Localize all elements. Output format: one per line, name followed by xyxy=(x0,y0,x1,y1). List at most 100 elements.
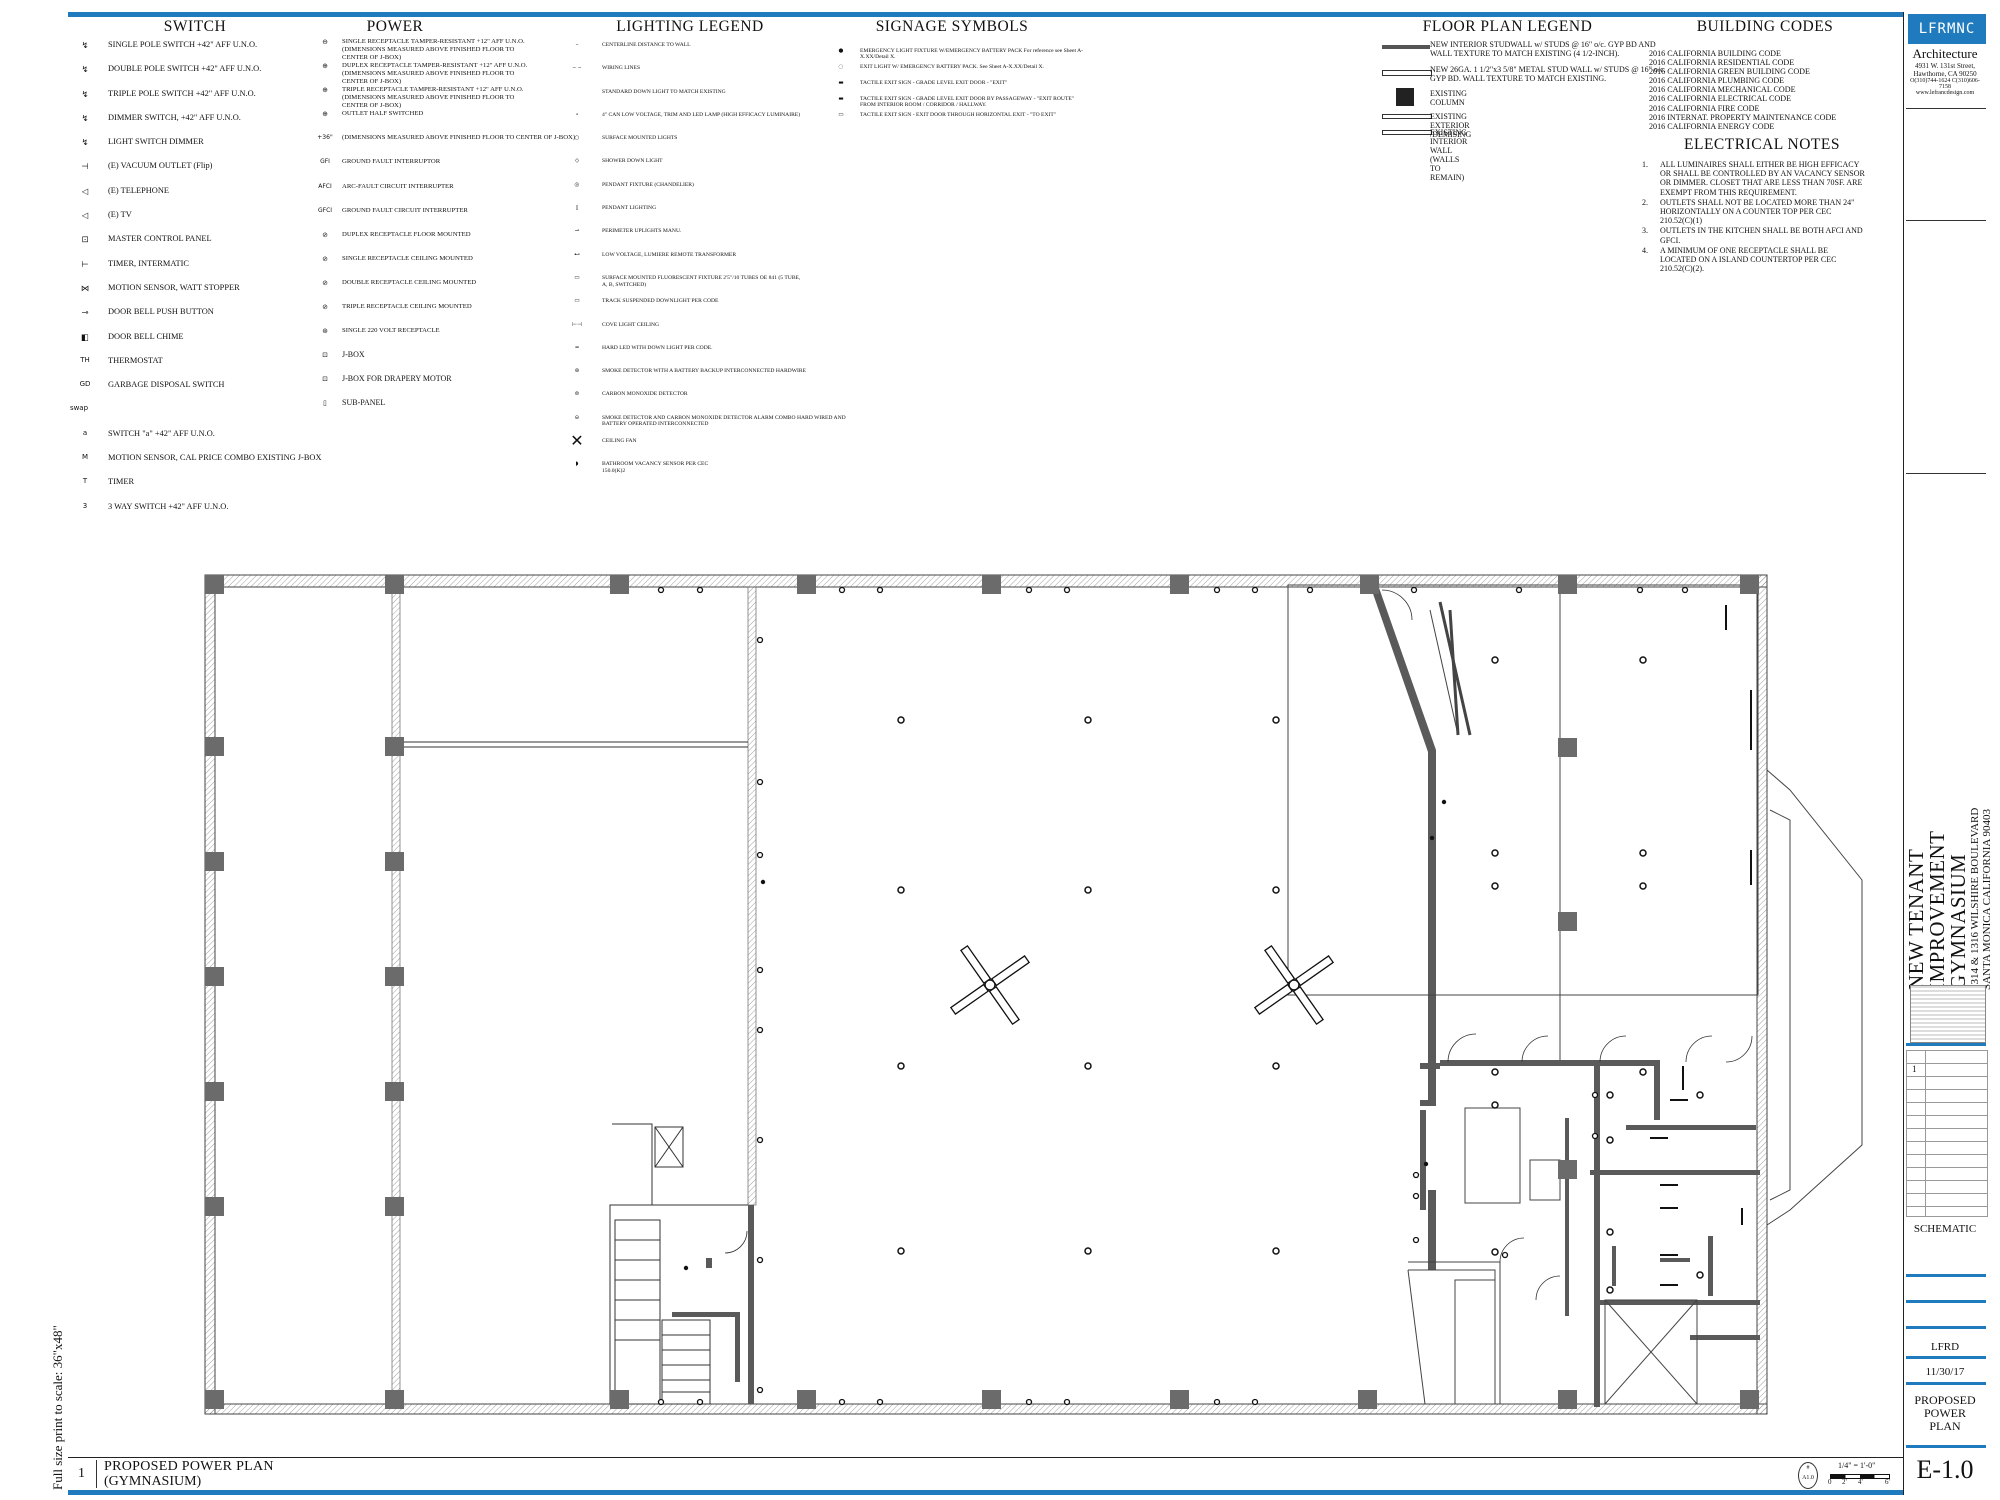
door-swings xyxy=(724,589,1753,1301)
pendant-icon: ◎ xyxy=(574,181,580,188)
ceiling-receptacle-icon: ⊘ xyxy=(322,278,328,287)
ceiling-receptacle-icon: ⊘ xyxy=(322,254,328,263)
revision-number: 1 xyxy=(1912,1064,1917,1074)
building-codes-header: BUILDING CODES xyxy=(1696,18,1834,35)
exterior-wall-swatch xyxy=(1382,114,1432,119)
drawing-date: 11/30/17 xyxy=(1925,1366,1965,1378)
stamp-area xyxy=(1910,985,1986,1043)
receptacle-icon: ⊕ xyxy=(322,86,328,95)
project-title-line2: IMPROVEMENT xyxy=(1925,830,1949,990)
existing-columns xyxy=(205,575,1759,1409)
door-bell-icon: ⊸ xyxy=(81,307,89,318)
pendant-light-icon: ▯ xyxy=(575,205,579,212)
new-studwall-swatch xyxy=(1382,45,1430,49)
telephone-icon: ◁ xyxy=(81,185,89,196)
sub-panel-icon: ▯ xyxy=(323,399,327,408)
title-block-bar xyxy=(1906,1445,1986,1448)
scale-tick: 0 xyxy=(1828,1478,1832,1486)
legend-item: NEW INTERIOR STUDWALL w/ STUDS @ 16" o/c… xyxy=(1430,40,1656,58)
firm-web: www.lefrancdesign.com xyxy=(1915,90,1975,96)
code-item: 2016 CALIFORNIA PLUMBING CODE xyxy=(1649,76,1785,86)
tactile-to-exit-icon: ▭ xyxy=(838,112,844,118)
tactile-exit-icon: ▬ xyxy=(838,80,844,86)
right-frame xyxy=(1903,12,1904,1495)
note-item: 2.OUTLETS SHALL NOT BE LOCATED MORE THAN… xyxy=(1642,197,1855,226)
drawing-title-line2: (GYMNASIUM) xyxy=(104,1474,202,1489)
sheet-title-3: PLAN xyxy=(1929,1419,1961,1433)
metal-stud-swatch xyxy=(1382,70,1432,76)
code-item: 2016 CALIFORNIA MECHANICAL CODE xyxy=(1649,85,1796,95)
interior-lines xyxy=(400,741,748,1405)
revision-table: 1 xyxy=(1906,1050,1988,1217)
lighting-header: LIGHTING LEGEND xyxy=(616,18,764,35)
wall-outlets xyxy=(657,586,1689,1406)
floor-plan-legend-header: FLOOR PLAN LEGEND xyxy=(1422,18,1593,35)
title-block-bar xyxy=(1906,1274,1986,1277)
power-header: POWER xyxy=(366,18,424,35)
electrical-notes-header: ELECTRICAL NOTES xyxy=(1684,136,1840,153)
note-item: 3.OUTLETS IN THE KITCHEN SHALL BE BOTH A… xyxy=(1642,226,1863,245)
scale-tick: 4' xyxy=(1858,1478,1863,1486)
scale-bar xyxy=(1830,1474,1890,1479)
title-block-bar xyxy=(1906,1043,1986,1046)
code-item: 2016 CALIFORNIA ENERGY CODE xyxy=(1649,121,1775,131)
receptacle-icon: ⊕ xyxy=(322,62,328,71)
legend-item: EXISTING INTERIOR WALL (WALLS TO REMAIN) xyxy=(1430,128,1468,182)
title-block-bar xyxy=(1906,1326,1986,1329)
gfci-icon: GFCI xyxy=(317,206,333,214)
top-border xyxy=(68,12,1903,17)
title-block-rule xyxy=(1906,108,1986,109)
phase-label: SCHEMATIC xyxy=(1913,1223,1977,1235)
smoke-detector-icon: ⊚ xyxy=(574,368,580,375)
dimmer-icon: ↯ xyxy=(81,112,89,123)
co-detector-icon: ⊜ xyxy=(574,391,580,398)
timer-icon: ⊢ xyxy=(81,258,89,269)
title-block-bar xyxy=(1906,1382,1986,1385)
ceiling-lights xyxy=(897,656,1704,1294)
led-light-icon: ━ xyxy=(575,344,579,351)
title-block-bar xyxy=(1906,1300,1986,1303)
code-item: 2016 CALIFORNIA RESIDENTIAL CODE xyxy=(1649,58,1795,68)
project-address1: 1314 & 1316 WILSHIRE BOULEVARD xyxy=(1969,807,1981,990)
code-item: 2016 INTERNAT. PROPERTY MAINTENANCE CODE xyxy=(1649,112,1837,122)
vacuum-outlet-icon: ⊣ xyxy=(81,161,89,172)
drawn-by: LFRD xyxy=(1930,1341,1960,1353)
core-outlines xyxy=(1287,584,1863,1405)
note-item: 4.A MINIMUM OF ONE RECEPTACLE SHALL BE L… xyxy=(1642,245,1837,274)
ceiling-fan-icon xyxy=(1254,945,1334,1025)
title-block-rule xyxy=(1906,473,1986,474)
legend-item: EXISTING COLUMN xyxy=(1430,89,1467,107)
afci-icon: AFCI xyxy=(318,182,332,190)
receptacle-icon: +36" xyxy=(317,134,333,142)
switch-icon: ↯ xyxy=(81,64,89,75)
fluorescent-icon: ▭ xyxy=(574,274,580,281)
scale-tick: 2' xyxy=(1842,1478,1847,1486)
project-title-line3: GYMNASIUM xyxy=(1946,853,1970,990)
title-block-rule xyxy=(1906,220,1986,221)
receptacle-icon: ⊕ xyxy=(322,110,328,119)
sheet-title-1: PROPOSED xyxy=(1914,1393,1976,1407)
smoke-detectors xyxy=(683,799,1447,1271)
switch-header: SWITCH xyxy=(163,18,227,35)
interior-wall-swatch xyxy=(1382,130,1432,135)
switch-icon: ↯ xyxy=(81,88,89,99)
centerline-icon: – xyxy=(575,42,579,48)
bottom-border xyxy=(68,1490,1903,1495)
ceiling-receptacle-icon: ⊘ xyxy=(322,303,328,312)
firm-address1: 4931 W. 131st Street, xyxy=(1914,62,1976,70)
gfi-icon: GFI xyxy=(320,158,330,166)
vacancy-sensor-icon: ◗ xyxy=(575,461,579,468)
print-note: Full size print to scale: 36"x48" xyxy=(50,1325,65,1490)
firm-phone: O(310)744-1624 C(310)606-7158 xyxy=(1910,78,1980,90)
legend-item: EXISTING EXTERIOR /DEMISING xyxy=(1430,112,1472,139)
exit-light-icon: ◌ xyxy=(838,64,844,70)
ref-tag: # A1.0 xyxy=(1798,1462,1818,1489)
receptacle-220-icon: ⊛ xyxy=(322,327,328,336)
emergency-light-icon: ● xyxy=(838,48,844,54)
tactile-exit-route-icon: ▬ xyxy=(838,96,844,102)
scale-label: 1/4" = 1'-0" xyxy=(1838,1461,1876,1470)
cove-light-icon: ⊢⊣ xyxy=(572,321,582,328)
note-item: 1.ALL LUMINAIRES SHALL EITHER BE HIGH EF… xyxy=(1642,160,1865,197)
scale-tick: 6' xyxy=(1885,1478,1890,1486)
sheet-title-2: POWER xyxy=(1924,1406,1966,1420)
